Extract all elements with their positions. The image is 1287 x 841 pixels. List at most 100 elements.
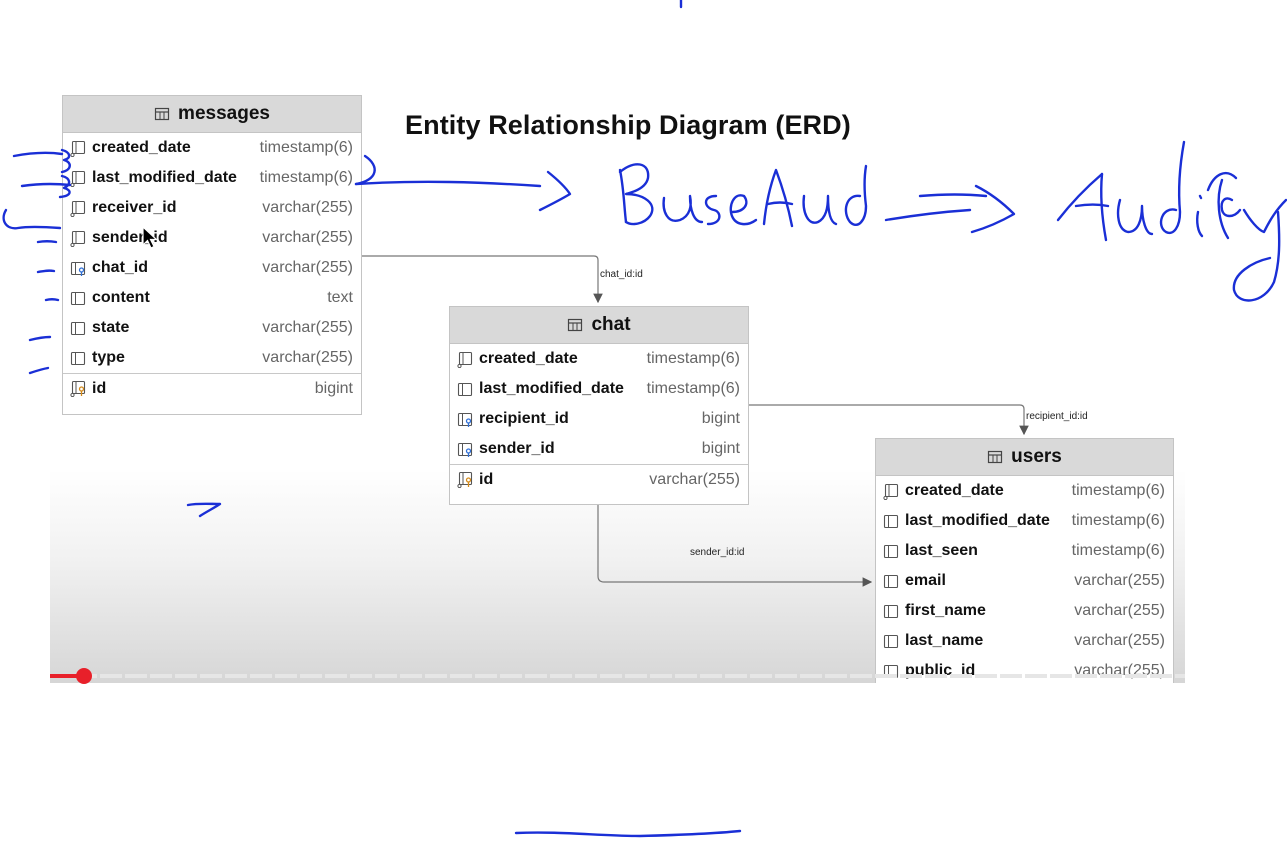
primary-key-icon: [457, 471, 473, 488]
column-icon: [883, 634, 899, 648]
column-nullable-icon: [883, 483, 899, 500]
column-icon: [883, 604, 899, 618]
column-type: varchar(255): [262, 259, 353, 276]
primary-key-row[interactable]: id bigint: [63, 373, 361, 403]
column-icon: [883, 514, 899, 528]
column-row[interactable]: last_name varchar(255): [876, 626, 1173, 656]
column-nullable-icon: [70, 200, 86, 217]
column-row[interactable]: last_seen timestamp(6): [876, 536, 1173, 566]
column-type: timestamp(6): [259, 169, 353, 186]
column-name: id: [92, 379, 107, 397]
column-row[interactable]: last_modified_date timestamp(6): [63, 163, 361, 193]
column-type: varchar(255): [649, 470, 740, 488]
column-name: recipient_id: [479, 410, 569, 427]
entity-header: users: [876, 439, 1173, 476]
connector-messages-chat: [362, 255, 603, 304]
video-progress-bar[interactable]: [50, 668, 1185, 684]
connector-chat-users-sender: [597, 505, 873, 587]
column-icon: [70, 351, 86, 365]
column-type: timestamp(6): [259, 139, 353, 156]
foreign-key-icon: [457, 412, 473, 427]
column-row[interactable]: receiver_id varchar(255): [63, 193, 361, 223]
column-type: bigint: [701, 440, 740, 457]
column-name: last_modified_date: [479, 380, 624, 397]
column-icon: [70, 291, 86, 305]
table-icon: [154, 107, 170, 121]
column-type: varchar(255): [262, 319, 353, 336]
column-row[interactable]: chat_id varchar(255): [63, 253, 361, 283]
relationship-label-sender-id: sender_id:id: [690, 547, 745, 558]
entity-header: chat: [450, 307, 748, 344]
column-row[interactable]: content text: [63, 283, 361, 313]
column-name: state: [92, 319, 130, 336]
foreign-key-icon: [70, 261, 86, 276]
column-type: timestamp(6): [1071, 542, 1165, 559]
entity-title: chat: [591, 314, 631, 335]
column-name: first_name: [905, 602, 986, 619]
progress-fill: [50, 674, 84, 678]
primary-key-icon: [70, 380, 86, 397]
column-row[interactable]: created_date timestamp(6): [63, 133, 361, 163]
column-name: last_modified_date: [905, 512, 1050, 529]
column-type: timestamp(6): [1071, 482, 1165, 499]
column-type: bigint: [701, 410, 740, 427]
arrow-cursor-icon: [142, 226, 158, 249]
column-name: type: [92, 349, 125, 366]
column-row[interactable]: type varchar(255): [63, 343, 361, 373]
column-type: varchar(255): [262, 349, 353, 366]
column-name: email: [905, 572, 946, 589]
column-row[interactable]: last_modified_date timestamp(6): [876, 506, 1173, 536]
column-row[interactable]: state varchar(255): [63, 313, 361, 343]
column-name: receiver_id: [92, 199, 177, 216]
column-nullable-icon: [457, 351, 473, 368]
primary-key-row[interactable]: id varchar(255): [450, 464, 748, 494]
column-name: last_seen: [905, 542, 978, 559]
progress-scrubber-handle[interactable]: [76, 668, 92, 684]
relationship-label-chat-id: chat_id:id: [600, 269, 643, 280]
column-nullable-icon: [70, 230, 86, 247]
column-row[interactable]: sender_id bigint: [450, 434, 748, 464]
table-icon: [988, 450, 1003, 464]
column-name: chat_id: [92, 259, 149, 276]
column-name: last_modified_date: [92, 169, 237, 186]
column-nullable-icon: [70, 140, 86, 157]
column-name: id: [479, 470, 494, 488]
column-row[interactable]: recipient_id bigint: [450, 404, 748, 434]
column-type: timestamp(6): [646, 350, 740, 367]
relationship-label-recipient-id: recipient_id:id: [1026, 411, 1088, 422]
connector-chat-users-recipient: [749, 404, 1029, 436]
column-type: timestamp(6): [1071, 512, 1165, 529]
column-icon: [70, 321, 86, 335]
entity-header: messages: [63, 96, 361, 133]
foreign-key-icon: [457, 442, 473, 457]
column-icon: [883, 544, 899, 558]
column-name: sender_id: [479, 440, 555, 457]
column-name: created_date: [905, 482, 1004, 499]
column-row[interactable]: first_name varchar(255): [876, 596, 1173, 626]
column-type: varchar(255): [262, 199, 353, 216]
column-type: varchar(255): [1074, 602, 1165, 619]
column-type: bigint: [314, 379, 353, 397]
table-icon: [568, 318, 583, 332]
column-name: created_date: [92, 139, 191, 156]
column-type: timestamp(6): [646, 380, 740, 397]
column-row[interactable]: last_modified_date timestamp(6): [450, 374, 748, 404]
column-type: varchar(255): [1074, 632, 1165, 649]
column-icon: [457, 382, 473, 396]
column-name: content: [92, 289, 150, 306]
column-type: text: [327, 289, 353, 306]
column-row[interactable]: created_date timestamp(6): [876, 476, 1173, 506]
entity-title: messages: [178, 103, 270, 124]
column-icon: [883, 574, 899, 588]
column-name: last_name: [905, 632, 984, 649]
